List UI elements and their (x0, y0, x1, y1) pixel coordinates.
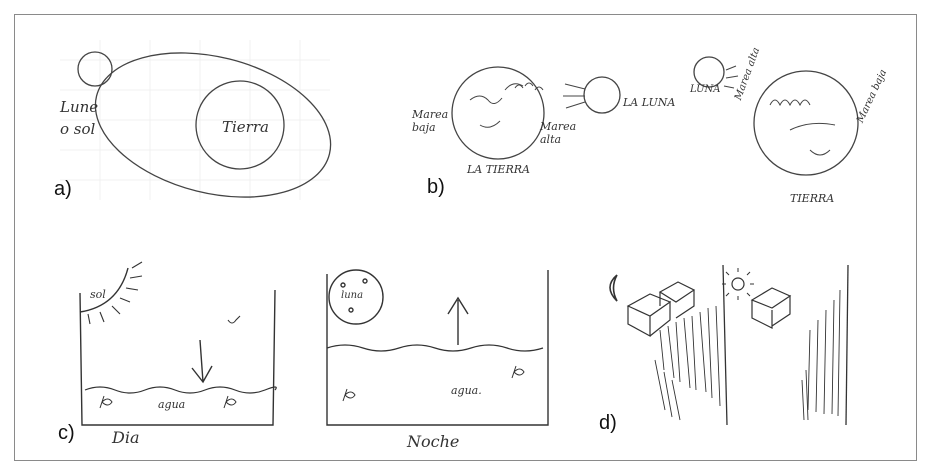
sketch-label-earth-left: LA TIERRA (467, 163, 530, 176)
sketch-label-center: Tierra (222, 118, 269, 136)
panel-d-sketch (609, 264, 849, 426)
night-moon (328, 269, 384, 325)
crescent-moon (609, 274, 618, 302)
sketch-label-earth-right: TIERRA (790, 192, 835, 205)
houses-right (750, 287, 792, 329)
moon-right (693, 56, 725, 88)
grid-paper (60, 40, 330, 200)
orbit-ellipse (94, 52, 332, 198)
sketch-label-night: Noche (407, 432, 460, 451)
night-water-line (326, 344, 544, 352)
sun-arc (79, 267, 129, 313)
panel-label-c: c) (58, 422, 75, 444)
sketch-label-orbiter: Lune o sol (60, 98, 99, 138)
panel-label-d: d) (599, 412, 617, 434)
sketch-label-moon-right: LUNA (690, 84, 721, 95)
sketch-label-day: Dia (112, 428, 140, 447)
day-container (79, 289, 276, 426)
sketch-label-high-tide-left: Marea alta (540, 120, 577, 146)
panel-c-night-sketch (326, 269, 549, 426)
down-arrow (191, 339, 213, 384)
sun-small (731, 277, 745, 291)
panel-c-day-sketch (79, 261, 277, 426)
earth-right (753, 70, 859, 176)
divider-left (722, 264, 728, 426)
sketch-label-moon-night: luna (341, 290, 364, 301)
moon-left (583, 76, 621, 114)
panel-a-sketch (60, 40, 332, 200)
sketch-label-water-day: agua (158, 398, 186, 411)
cliff-hatching-right (801, 289, 841, 421)
orbiting-body (77, 51, 113, 87)
night-container (326, 270, 549, 426)
up-arrow (447, 296, 469, 345)
houses-left (626, 281, 696, 338)
earth-left (451, 66, 545, 160)
day-water-line (84, 386, 277, 394)
panel-b-sketch (451, 56, 859, 176)
sketch-label-moon-left: LA LUNA (623, 96, 676, 109)
panel-label-a: a) (54, 178, 72, 200)
sketch-label-low-tide-left: Marea baja (412, 108, 449, 134)
sketch-label-water-night: agua. (451, 384, 482, 397)
central-body (195, 80, 285, 170)
panel-label-b: b) (427, 176, 445, 198)
cliff-hatching-left (654, 305, 721, 421)
sketch-label-sun: sol (90, 288, 106, 301)
divider-right (845, 264, 849, 426)
